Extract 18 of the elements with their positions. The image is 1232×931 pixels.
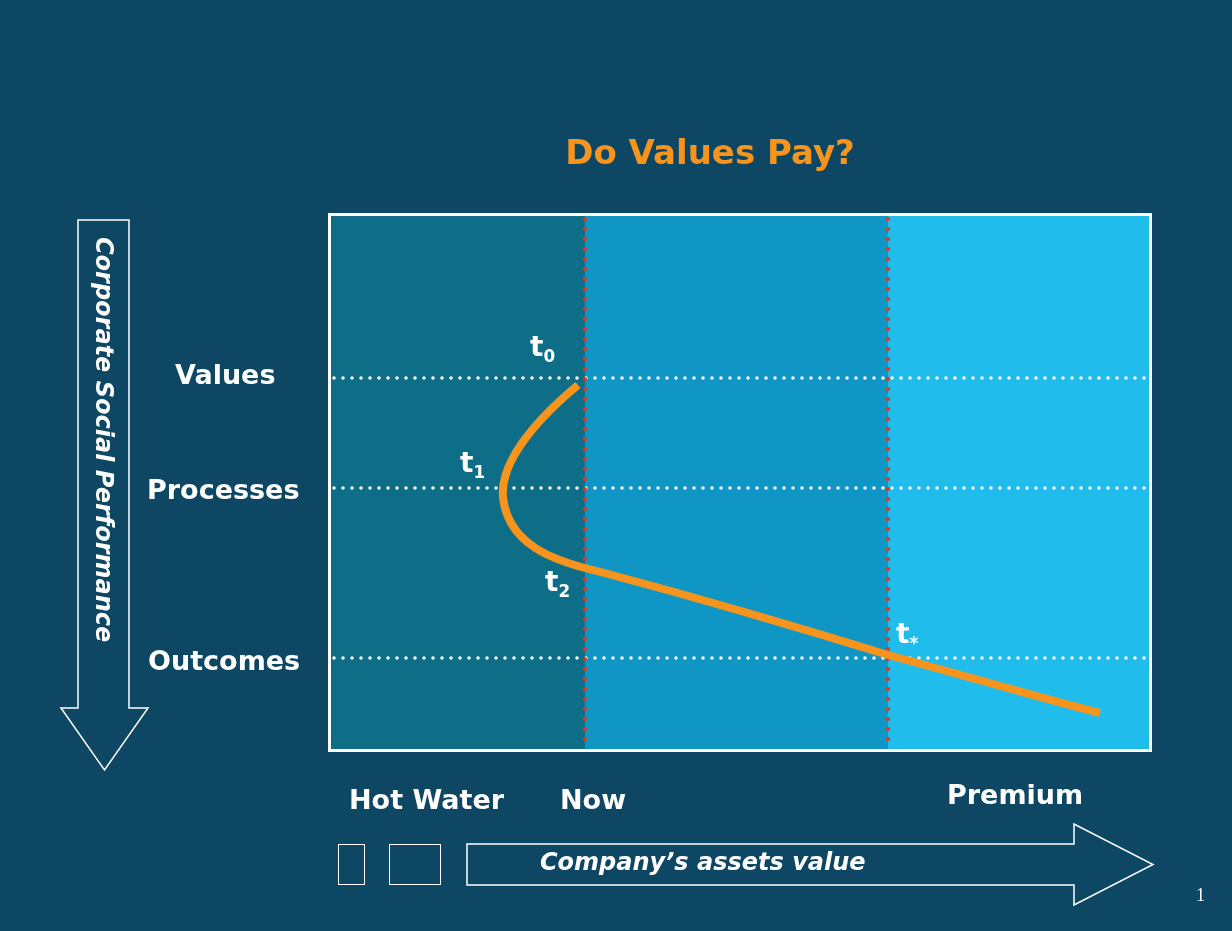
chart-label: Values — [175, 361, 276, 388]
title: Do Values Pay? — [564, 132, 856, 172]
chart-label: Hot Water — [349, 786, 505, 813]
empty-box — [338, 844, 365, 885]
empty-box — [389, 844, 441, 885]
chart-label: Premium — [947, 781, 1084, 808]
chart-label: t$_{1}$ — [460, 449, 486, 481]
axis-title: Company’s assets value — [540, 850, 866, 874]
down-arrow-shape — [60, 219, 149, 771]
chart-label: t$_{2}$ — [545, 568, 571, 600]
page-number: 1 — [1196, 886, 1205, 904]
right-arrow-shape — [466, 823, 1154, 906]
axis-title: Corporate Social Performance — [92, 237, 116, 643]
chart-label: t$_{0}$ — [530, 333, 556, 365]
chart-label: t$_{*}$ — [896, 620, 919, 652]
chart-label: Now — [560, 786, 627, 813]
chart-label: Outcomes — [148, 647, 301, 674]
chart-label: Processes — [147, 476, 300, 503]
